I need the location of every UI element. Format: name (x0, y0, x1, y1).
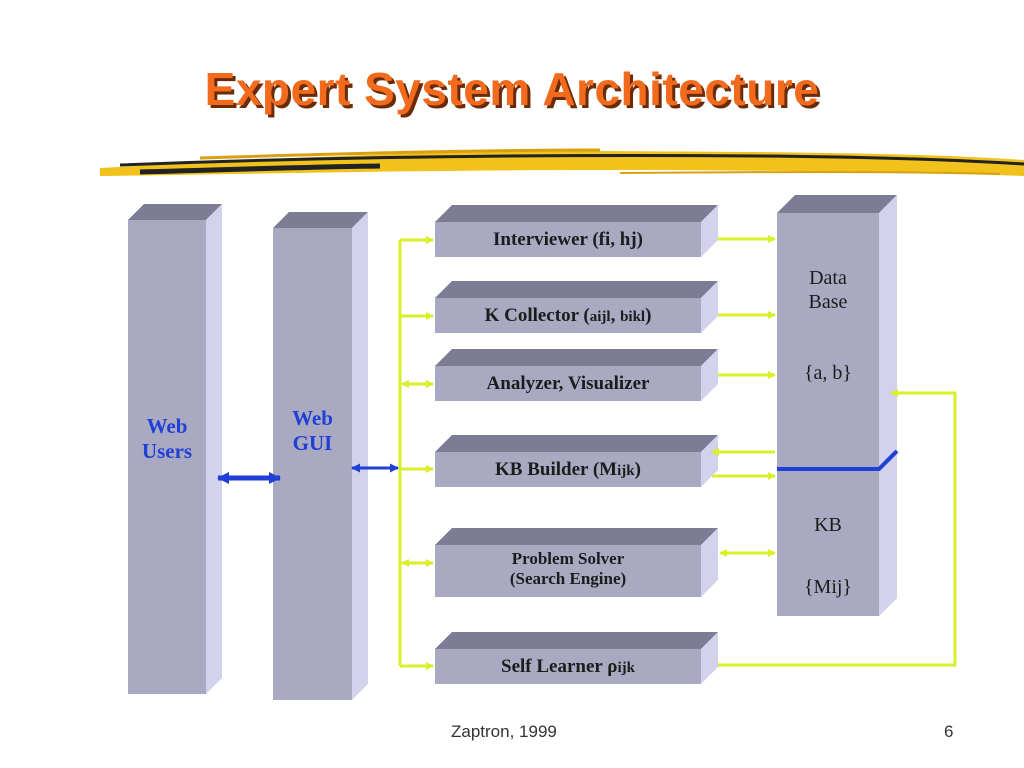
kb-builder-box (435, 435, 718, 487)
web-users-column (128, 204, 222, 694)
problem-solver-label: Problem Solver(Search Engine) (509, 549, 627, 589)
gui-bus-connectors (398, 236, 434, 670)
kb-label: KB (814, 514, 842, 536)
self-learner-label: Self Learner ρijk (501, 656, 635, 677)
web-gui-column (273, 212, 368, 700)
self-learner-box (435, 632, 718, 684)
page-number: 6 (944, 722, 954, 741)
problem-solver-box (435, 528, 718, 597)
slide-title: Expert System Architecture (204, 63, 820, 115)
brush-divider (100, 148, 1024, 176)
k-collector-label: K Collector (aijl, bikl) (484, 305, 652, 326)
interviewer-box (435, 205, 718, 257)
footer-credit: Zaptron, 1999 (451, 722, 557, 741)
kb-builder-label: KB Builder (Mijk) (495, 459, 641, 480)
k-collector-box (435, 281, 718, 333)
interviewer-label: Interviewer (fi, hj) (492, 229, 643, 250)
database-kb-column (777, 195, 897, 616)
module-db-connectors (711, 235, 957, 667)
db-kb-divider (777, 449, 899, 471)
analyzer-label: Analyzer, Visualizer (486, 373, 650, 394)
database-set-label: {a, b} (803, 362, 853, 384)
kb-set-label: {Mij} (803, 576, 853, 598)
analyzer-box (435, 349, 718, 401)
